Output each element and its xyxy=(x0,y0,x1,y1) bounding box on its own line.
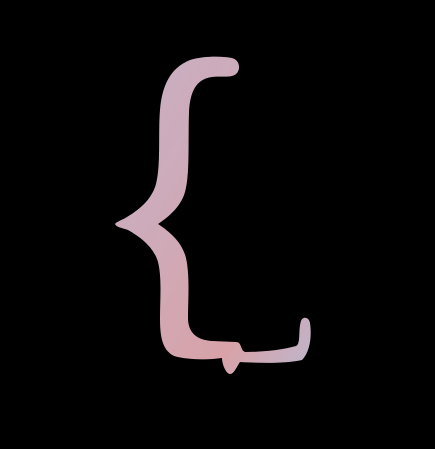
brace-shape xyxy=(115,56,311,375)
